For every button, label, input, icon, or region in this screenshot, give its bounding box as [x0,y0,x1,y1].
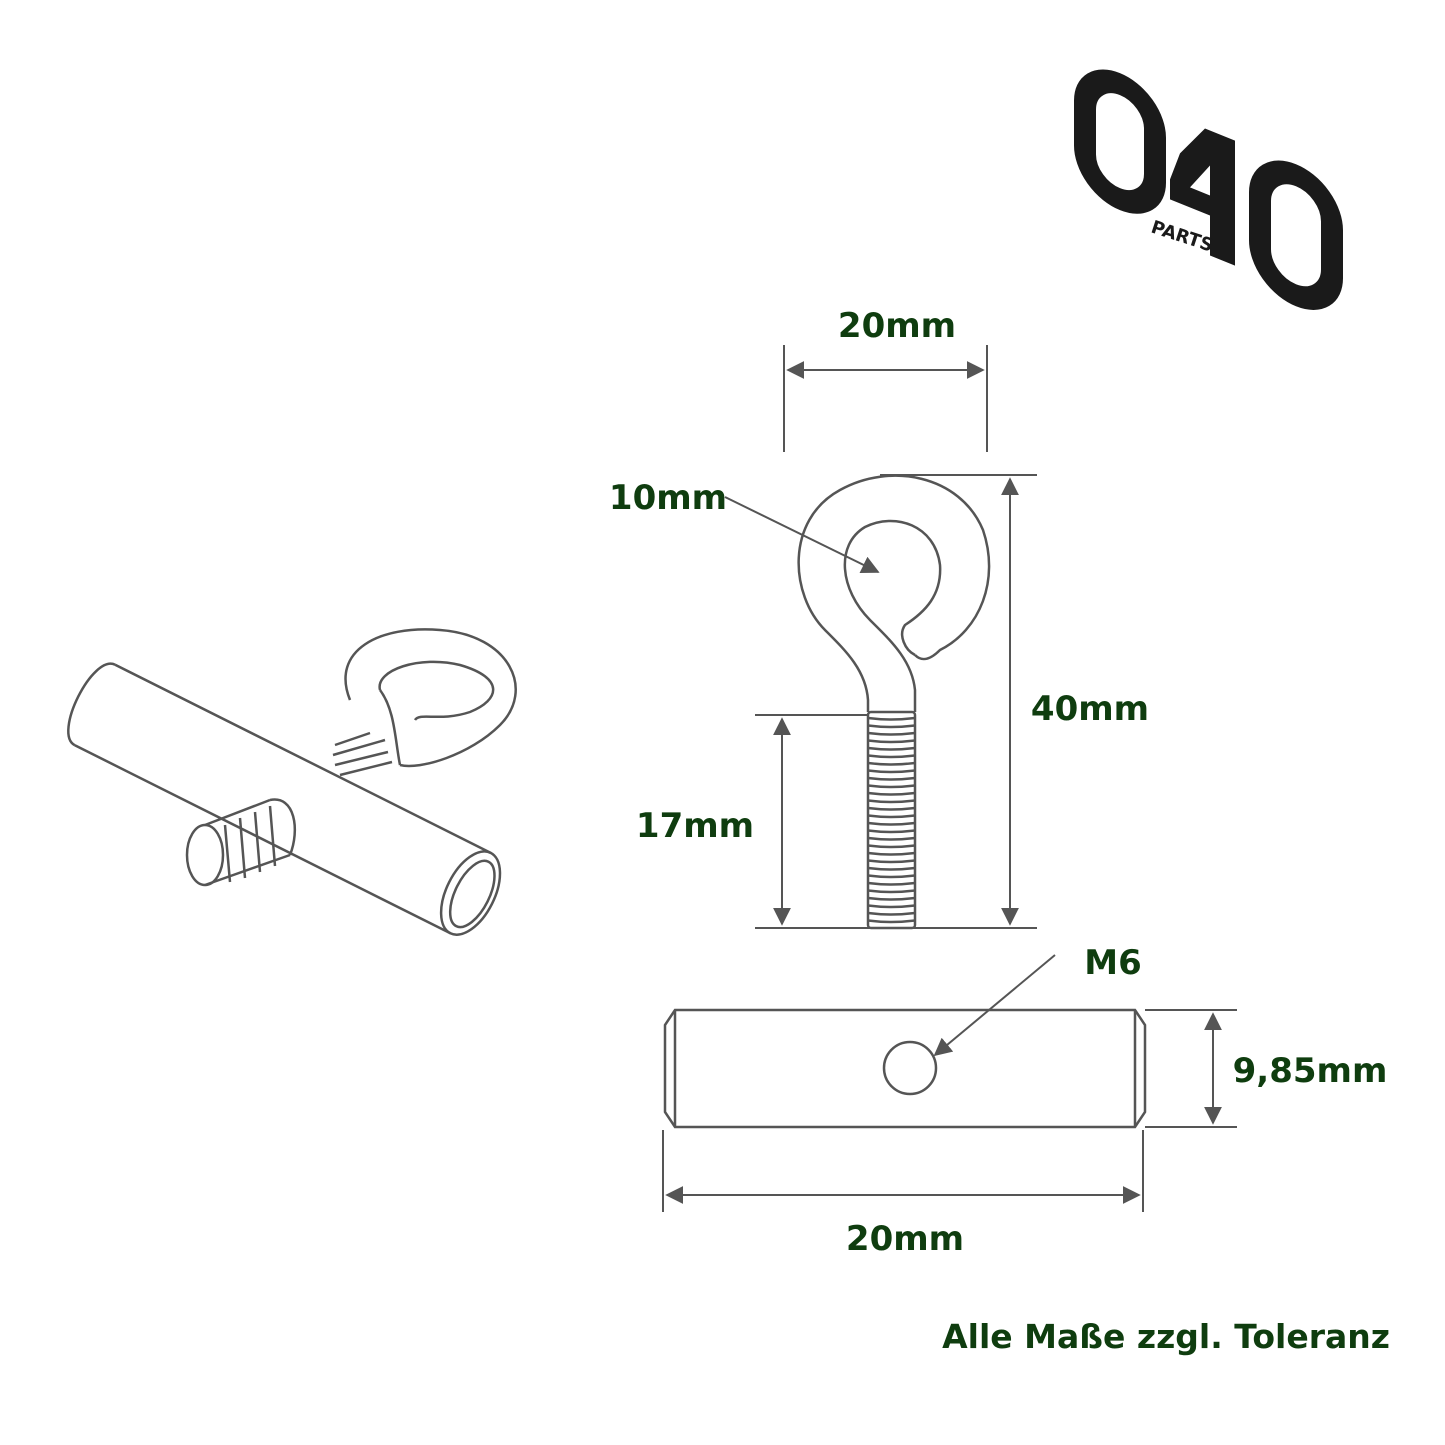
eye-width-label: 20mm [838,306,956,346]
isometric-view [67,628,517,936]
thread [866,710,917,930]
pin-diameter-label: 9,85mm [1233,1051,1388,1091]
total-length-label: 40mm [1031,689,1149,729]
logo-subtext: PARTS [1148,217,1215,257]
brand-logo: PARTS [1074,69,1343,310]
thread-length-label: 17mm [636,806,754,846]
m6-hole [882,1040,938,1096]
eye-bolt-view [797,474,991,930]
pin-view [663,1008,1147,1129]
dimension-lines [662,345,1237,1212]
pin-length-label: 20mm [846,1219,964,1259]
eye-inner-label: 10mm [609,478,727,518]
tolerance-note: Alle Maße zzgl. Toleranz [942,1317,1390,1356]
thread-size-label: M6 [1084,943,1142,983]
